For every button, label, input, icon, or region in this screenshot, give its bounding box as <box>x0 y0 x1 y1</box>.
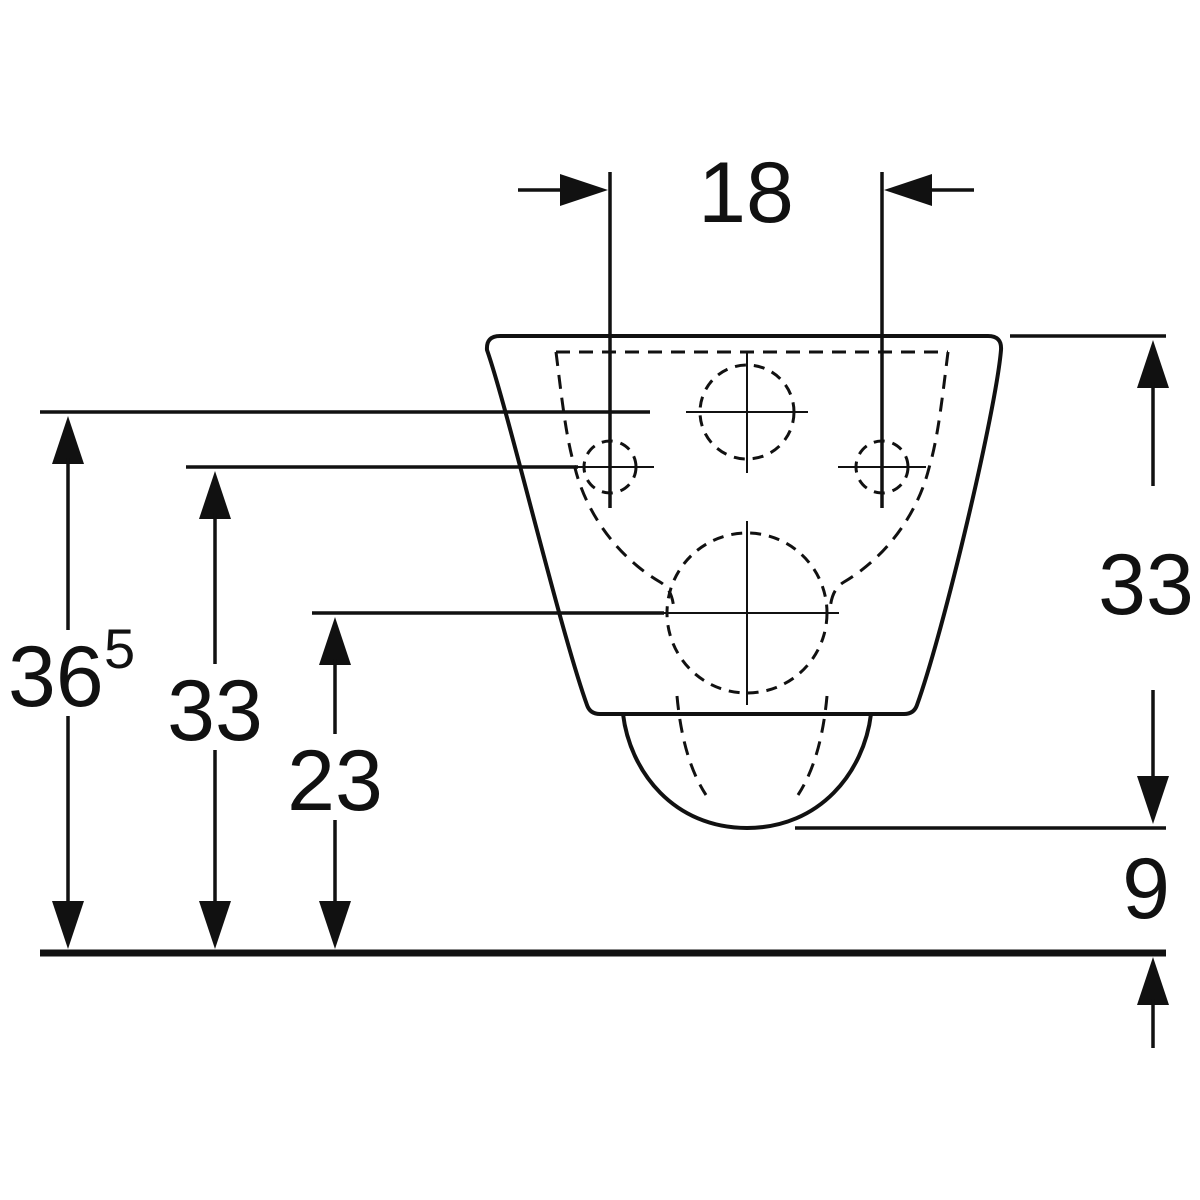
toilet-body-outline <box>484 334 1004 716</box>
dim-23-label: 23 <box>287 733 383 829</box>
dim-18-arrow-left-icon <box>560 174 608 206</box>
dim-9-arrow-up-icon <box>1137 957 1169 1005</box>
dim-33R-arrow-down-icon <box>1137 776 1169 824</box>
dim-365-label-superscript: 5 <box>104 617 135 680</box>
dim-9-label: 9 <box>1122 841 1170 937</box>
dim-33L-arrow-down-icon <box>199 901 231 949</box>
inner-trap-right-dashed <box>796 695 829 796</box>
dim-365-arrow-down-icon <box>52 901 84 949</box>
dimension-33-body-height-right: 33 <box>1098 340 1194 824</box>
dimension-365-total-height: 36 5 <box>2 416 142 949</box>
toilet-body <box>484 334 1004 830</box>
dim-33R-label: 33 <box>1098 537 1194 633</box>
dim-33R-arrow-up-icon <box>1137 340 1169 388</box>
dimension-33-fixing-height: 33 <box>166 471 264 949</box>
dim-33L-label: 33 <box>167 663 263 759</box>
dim-18-arrow-right-icon <box>884 174 932 206</box>
dim-33L-arrow-up-icon <box>199 471 231 519</box>
dim-365-arrow-up-icon <box>52 416 84 464</box>
reference-lines <box>40 334 1166 957</box>
dim-23-arrow-down-icon <box>319 901 351 949</box>
dim-23-label-mask <box>286 734 384 820</box>
dim-33L-label-mask <box>166 664 264 750</box>
dimension-9-floor-offset: 9 <box>1122 841 1170 1048</box>
inner-bowl-left-dashed <box>554 351 676 611</box>
inner-bowl-right-dashed <box>828 351 950 611</box>
trap-outlet-outline <box>621 713 873 830</box>
dim-18-label: 18 <box>698 145 794 241</box>
dimension-18-hole-spacing: 18 <box>518 145 974 508</box>
dimension-23-outlet-height: 23 <box>286 617 384 949</box>
dim-365-label-mask <box>2 630 142 716</box>
inner-trap-left-dashed <box>675 695 708 796</box>
dim-365-label: 36 <box>8 629 104 725</box>
hidden-contours <box>554 350 950 796</box>
dim-23-arrow-up-icon <box>319 617 351 665</box>
centerlines <box>566 351 926 705</box>
